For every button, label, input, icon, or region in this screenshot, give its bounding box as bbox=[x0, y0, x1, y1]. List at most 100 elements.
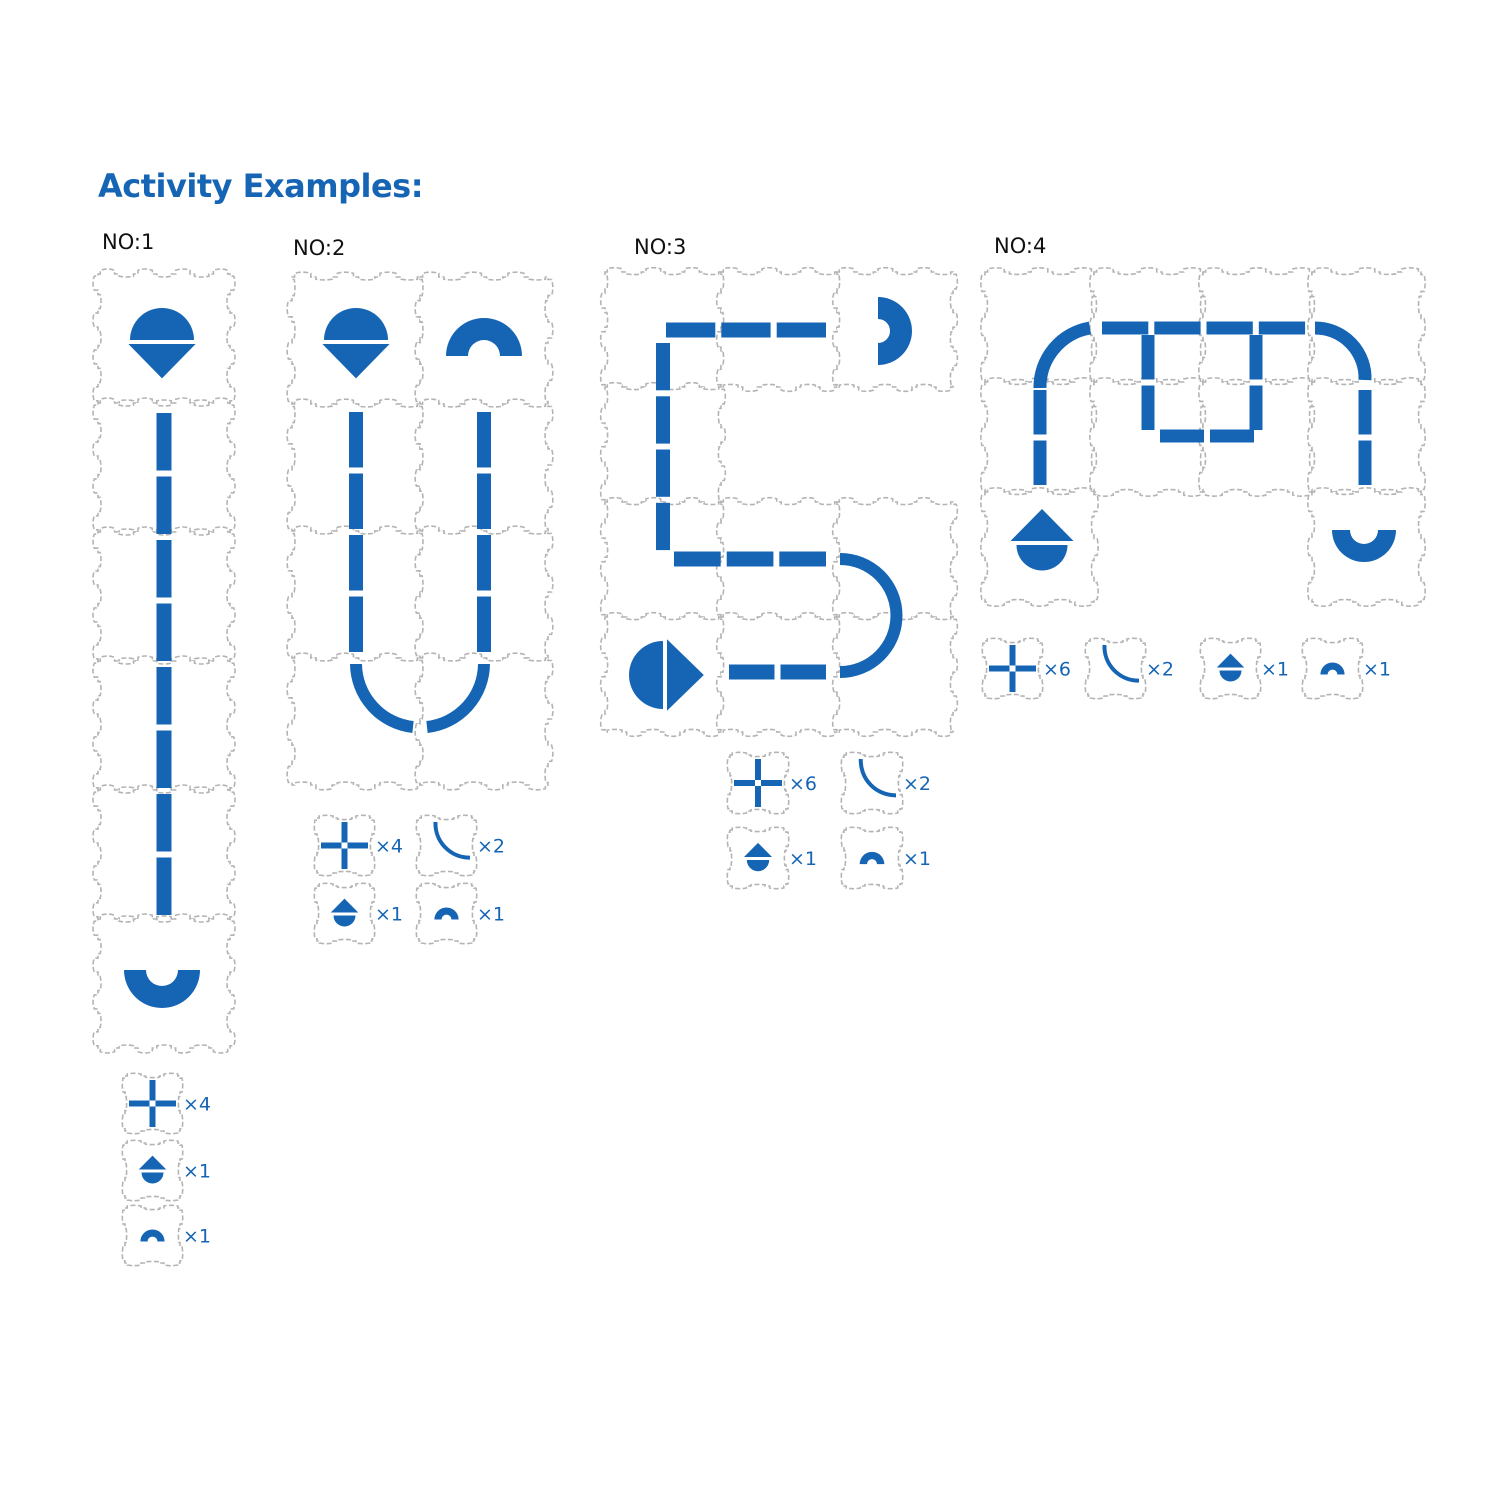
start-tile-icon bbox=[138, 1155, 167, 1170]
track-segment bbox=[656, 343, 670, 391]
part-item: ×1 bbox=[415, 882, 505, 945]
part-count: ×1 bbox=[183, 1161, 211, 1183]
track-segment bbox=[1141, 335, 1155, 380]
track-segment bbox=[1358, 390, 1372, 435]
example-1-finish-tile bbox=[92, 913, 236, 1054]
start-tile-icon bbox=[746, 860, 770, 872]
finish-icon bbox=[878, 297, 912, 365]
track-segment bbox=[1102, 321, 1149, 335]
finish-icon bbox=[1332, 530, 1396, 562]
start-dome bbox=[130, 308, 194, 340]
example-4-label: NO:4 bbox=[994, 234, 1047, 258]
part-count: ×2 bbox=[1146, 659, 1174, 681]
track-segment bbox=[156, 540, 172, 598]
track-segment bbox=[349, 412, 363, 468]
curve-segment bbox=[839, 553, 903, 678]
straight-tile-icon bbox=[755, 759, 761, 780]
curve-tile-icon bbox=[433, 821, 471, 860]
straight-tile-icon bbox=[341, 848, 348, 869]
track-segment bbox=[477, 535, 491, 591]
example-1-label: NO:1 bbox=[102, 230, 155, 254]
track-segment bbox=[156, 603, 172, 661]
start-tile-icon-icon-tile bbox=[121, 1139, 184, 1202]
part-item: ×4 bbox=[313, 814, 403, 877]
track-segment bbox=[674, 551, 721, 567]
track-segment bbox=[666, 322, 716, 338]
part-count: ×4 bbox=[375, 836, 403, 858]
track-segment bbox=[1258, 321, 1306, 335]
straight-tile-icon bbox=[155, 1100, 176, 1107]
start-tile-icon bbox=[744, 842, 772, 857]
start-dome bbox=[629, 641, 663, 709]
start-arrow bbox=[667, 639, 704, 711]
track-segment bbox=[1033, 390, 1047, 435]
straight-tile-icon bbox=[341, 822, 348, 843]
track-segment bbox=[656, 396, 670, 444]
start-arrow bbox=[322, 344, 390, 379]
track-segment bbox=[776, 322, 826, 338]
track-marks-layer bbox=[124, 297, 1396, 1008]
track-segment bbox=[156, 794, 172, 852]
straight-tile-icon-icon-tile bbox=[313, 814, 376, 877]
finish-tile-icon bbox=[859, 851, 885, 865]
part-count: ×1 bbox=[903, 848, 931, 870]
finish-tile-icon bbox=[1320, 662, 1345, 675]
start-tile-icon-icon-tile bbox=[1199, 637, 1262, 700]
track-segment bbox=[726, 551, 774, 567]
part-count: ×6 bbox=[789, 773, 817, 795]
track-segment bbox=[156, 667, 172, 725]
part-count: ×1 bbox=[183, 1226, 211, 1248]
part-count: ×6 bbox=[1043, 659, 1071, 681]
curve-tile-icon bbox=[858, 758, 897, 798]
track-segment bbox=[349, 535, 363, 591]
part-count: ×4 bbox=[183, 1094, 211, 1116]
start-icon bbox=[128, 308, 196, 379]
start-icon bbox=[1010, 509, 1074, 571]
straight-tile-icon bbox=[347, 842, 368, 849]
track-segment bbox=[729, 664, 775, 680]
start-dome bbox=[324, 308, 388, 340]
track-segment bbox=[779, 551, 826, 567]
example-3-curve-tile bbox=[831, 611, 959, 738]
track-segment bbox=[1154, 321, 1201, 335]
straight-tile-icon-icon-tile bbox=[726, 751, 790, 815]
track-segment bbox=[780, 664, 826, 680]
curve-segment bbox=[350, 663, 414, 733]
curve-segment bbox=[426, 663, 490, 733]
straight-tile-icon bbox=[1009, 645, 1016, 666]
part-item: ×4 bbox=[121, 1072, 211, 1135]
track-segment bbox=[156, 857, 172, 915]
straight-tile-icon bbox=[129, 1100, 150, 1107]
part-count: ×1 bbox=[789, 848, 817, 870]
part-item: ×2 bbox=[415, 814, 505, 877]
part-item: ×1 bbox=[121, 1204, 211, 1267]
track-segment bbox=[1358, 440, 1372, 485]
straight-tile-icon bbox=[149, 1106, 156, 1127]
straight-tile-icon bbox=[761, 780, 782, 786]
curve-tile-icon-icon-tile bbox=[840, 751, 904, 815]
page-title: Activity Examples: bbox=[98, 167, 423, 205]
track-segment bbox=[1249, 335, 1263, 380]
track-segment bbox=[477, 412, 491, 468]
track-segment bbox=[156, 413, 172, 471]
part-item: ×1 bbox=[726, 826, 817, 890]
part-item: ×6 bbox=[726, 751, 817, 815]
track-segment bbox=[1160, 429, 1204, 443]
track-segment bbox=[349, 473, 363, 529]
straight-tile-icon bbox=[989, 665, 1010, 672]
curve-segment bbox=[1033, 321, 1092, 389]
straight-tile-icon bbox=[1015, 665, 1036, 672]
straight-tile-icon bbox=[149, 1080, 156, 1101]
parts-lists-layer: ×4×1×1×4×2×1×1×6×2×1×1×6×2×1×1 bbox=[121, 637, 1391, 1267]
track-segment bbox=[156, 476, 172, 534]
start-tile-icon-icon-tile bbox=[313, 882, 376, 945]
start-tile-icon bbox=[1216, 653, 1245, 668]
part-item: ×1 bbox=[1199, 637, 1289, 700]
track-segment bbox=[477, 473, 491, 529]
part-count: ×1 bbox=[1363, 659, 1391, 681]
part-item: ×6 bbox=[981, 637, 1071, 700]
track-segment bbox=[1206, 321, 1253, 335]
part-count: ×1 bbox=[1261, 659, 1289, 681]
track-segment bbox=[721, 322, 771, 338]
